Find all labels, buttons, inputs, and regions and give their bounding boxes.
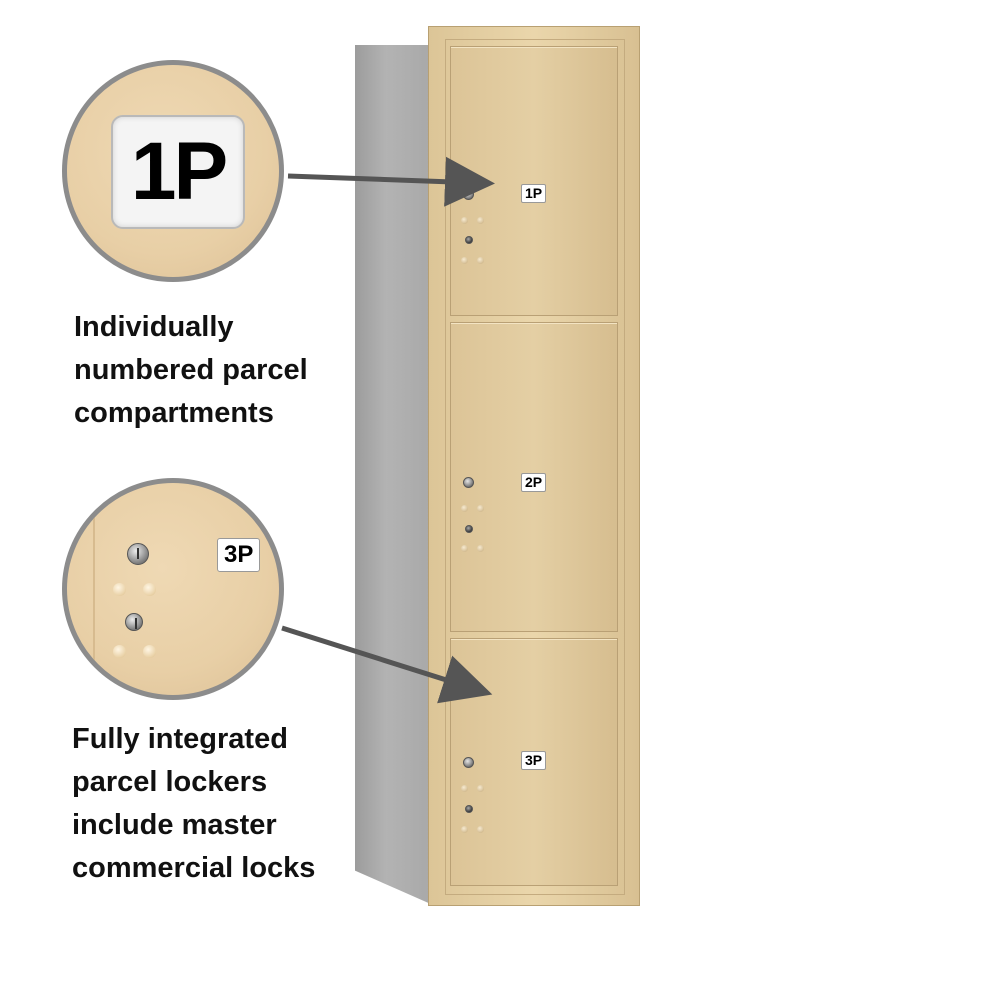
parcel-door-2p[interactable]: 2P <box>450 322 618 632</box>
caption-line: parcel lockers <box>72 766 268 798</box>
master-lock-icon <box>465 236 473 244</box>
braille-dot <box>461 826 468 833</box>
braille-dot <box>477 545 484 552</box>
door-lock-icon <box>463 189 474 200</box>
braille-dot <box>143 583 156 596</box>
mailbox-unit: 1P 2P 3P <box>428 26 640 906</box>
parcel-door-1p[interactable]: 1P <box>450 46 618 316</box>
braille-dot <box>477 785 484 792</box>
caption-integrated-lockers: Fully integrated parcel lockers include … <box>72 718 315 890</box>
braille-dot <box>461 257 468 264</box>
braille-dot <box>113 645 126 658</box>
master-lock-icon <box>465 525 473 533</box>
caption-line: include master <box>72 809 277 841</box>
door-number-label: 1P <box>521 184 547 203</box>
caption-line: numbered parcel <box>74 354 308 386</box>
zoom-circle-3p: 3P <box>62 478 284 700</box>
zoom-number-label: 1P <box>111 115 245 229</box>
braille-dot <box>461 545 468 552</box>
door-number-label: 3P <box>521 751 547 770</box>
door-number-label: 2P <box>521 473 547 492</box>
braille-dot <box>143 645 156 658</box>
braille-dot <box>113 583 126 596</box>
caption-line: Individually <box>74 311 234 343</box>
master-lock-icon <box>125 613 143 631</box>
mailbox-side-panel <box>355 45 433 905</box>
braille-dot <box>477 257 484 264</box>
caption-line: compartments <box>74 397 274 429</box>
door-lock-icon <box>463 757 474 768</box>
caption-line: commercial locks <box>72 852 316 884</box>
braille-dot <box>461 785 468 792</box>
door-lock-icon <box>463 477 474 488</box>
master-lock-icon <box>465 805 473 813</box>
braille-dot <box>477 826 484 833</box>
mailbox-inner-frame: 1P 2P 3P <box>445 39 625 895</box>
parcel-door-3p[interactable]: 3P <box>450 638 618 886</box>
braille-dot <box>461 217 468 224</box>
braille-dot <box>477 217 484 224</box>
zoom-circle-1p: 1P <box>62 60 284 282</box>
braille-dot <box>477 505 484 512</box>
caption-numbered-compartments: Individually numbered parcel compartment… <box>74 306 308 435</box>
braille-dot <box>461 505 468 512</box>
caption-line: Fully integrated <box>72 723 288 755</box>
door-lock-icon <box>127 543 149 565</box>
door-seam <box>93 483 95 695</box>
zoom-number-label: 3P <box>217 538 261 572</box>
